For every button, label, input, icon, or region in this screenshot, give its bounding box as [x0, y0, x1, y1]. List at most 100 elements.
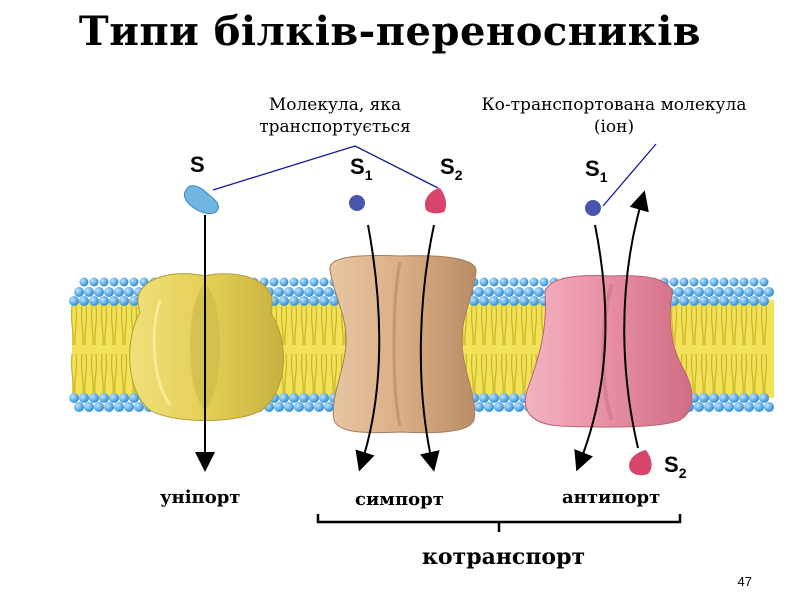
- lipid-head: [709, 393, 719, 403]
- lipid-head: [114, 402, 124, 412]
- lipid-head: [759, 393, 769, 403]
- lipid-head: [760, 278, 769, 287]
- lipid-head: [104, 287, 114, 297]
- lipid-head: [294, 287, 304, 297]
- lipid-head: [510, 278, 519, 287]
- lipid-head: [324, 402, 334, 412]
- molecule-s1-symport: [349, 195, 365, 211]
- lipid-head: [530, 278, 539, 287]
- lipid-head: [734, 287, 744, 297]
- label-transported-molecule: Молекула, яка транспортується: [240, 94, 430, 138]
- lipid-head: [719, 393, 729, 403]
- symbol-s1-symport: S1: [350, 154, 372, 183]
- lipid-head: [729, 296, 739, 306]
- lipid-head: [514, 402, 524, 412]
- lipid-head: [754, 402, 764, 412]
- lipid-head: [520, 278, 529, 287]
- lipid-head: [69, 296, 79, 306]
- lipid-head: [524, 287, 534, 297]
- lipid-head: [314, 402, 324, 412]
- lipid-head: [509, 296, 519, 306]
- lipid-head: [124, 287, 134, 297]
- lipid-head: [119, 296, 129, 306]
- lipid-head: [270, 278, 279, 287]
- lipid-head: [290, 278, 299, 287]
- caption-symport: симпорт: [355, 489, 444, 510]
- lipid-head: [84, 402, 94, 412]
- lipid-head: [124, 402, 134, 412]
- lipid-head: [500, 278, 509, 287]
- lipid-head: [474, 287, 484, 297]
- lipid-head: [484, 402, 494, 412]
- lipid-head: [94, 402, 104, 412]
- lipid-head: [699, 296, 709, 306]
- uniport-protein: [130, 274, 284, 421]
- lipid-head: [494, 287, 504, 297]
- lipid-head: [274, 402, 284, 412]
- lipid-head: [284, 287, 294, 297]
- lipid-head: [484, 287, 494, 297]
- lipid-head: [489, 296, 499, 306]
- lipid-head: [694, 287, 704, 297]
- symbol-s1-antiport: S1: [585, 156, 607, 185]
- lipid-head: [69, 393, 79, 403]
- lipid-head: [504, 287, 514, 297]
- lipid-head: [744, 402, 754, 412]
- antiport-protein: [525, 276, 692, 428]
- lipid-head: [479, 296, 489, 306]
- lipid-head: [750, 278, 759, 287]
- lipid-head: [319, 296, 329, 306]
- lipid-head: [289, 393, 299, 403]
- lipid-head: [79, 393, 89, 403]
- lipid-head: [134, 402, 144, 412]
- lipid-head: [109, 296, 119, 306]
- label-cotransported-molecule: Ко-транспортована молекула (іон): [464, 94, 764, 138]
- lipid-head: [279, 296, 289, 306]
- lipid-head: [504, 402, 514, 412]
- lipid-head: [314, 287, 324, 297]
- lipid-head: [110, 278, 119, 287]
- lipid-head: [90, 278, 99, 287]
- lipid-head: [309, 393, 319, 403]
- lipid-head: [689, 296, 699, 306]
- lipid-head: [519, 296, 529, 306]
- lipid-head: [474, 402, 484, 412]
- symbol-s2-antiport: S2: [664, 452, 686, 481]
- lipid-head: [299, 296, 309, 306]
- lipid-head: [740, 278, 749, 287]
- lipid-head: [764, 402, 774, 412]
- lipid-head: [679, 296, 689, 306]
- lipid-head: [714, 402, 724, 412]
- lipid-head: [734, 402, 744, 412]
- lipid-head: [489, 393, 499, 403]
- lipid-head: [280, 278, 289, 287]
- lipid-head: [699, 393, 709, 403]
- lipid-head: [749, 393, 759, 403]
- lipid-head: [680, 278, 689, 287]
- lipid-head: [310, 278, 319, 287]
- lipid-head: [109, 393, 119, 403]
- lipid-head: [719, 296, 729, 306]
- lipid-head: [514, 287, 524, 297]
- lipid-head: [89, 393, 99, 403]
- lipid-head: [724, 287, 734, 297]
- lipid-head: [494, 402, 504, 412]
- lipid-head: [714, 287, 724, 297]
- lipid-head: [480, 278, 489, 287]
- lipid-head: [80, 278, 89, 287]
- lipid-head: [499, 296, 509, 306]
- lipid-head: [529, 296, 539, 306]
- lipid-head: [74, 402, 84, 412]
- caption-uniport: уніпорт: [160, 487, 240, 508]
- lipid-head: [99, 393, 109, 403]
- lipid-head: [700, 278, 709, 287]
- lipid-head: [759, 296, 769, 306]
- lipid-head: [739, 296, 749, 306]
- lipid-head: [509, 393, 519, 403]
- lipid-head: [684, 287, 694, 297]
- lipid-head: [724, 402, 734, 412]
- lipid-head: [710, 278, 719, 287]
- lipid-head: [120, 278, 129, 287]
- lipid-head: [490, 278, 499, 287]
